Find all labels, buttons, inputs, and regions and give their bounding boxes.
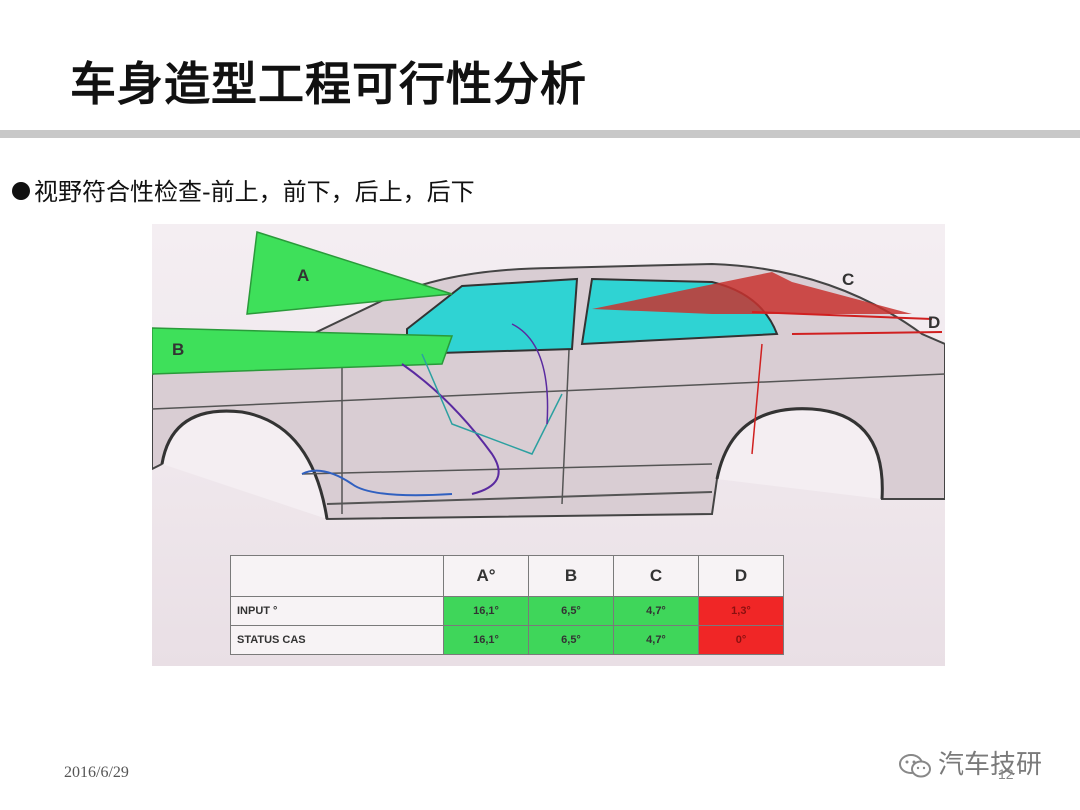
bullet-text: 视野符合性检查-前上，前下，后上，后下 — [34, 178, 475, 206]
zone-label-b: B — [172, 340, 184, 359]
table-cell: 4,7° — [613, 596, 699, 626]
zone-a-wedge — [246, 231, 453, 315]
zone-label-c: C — [842, 270, 854, 289]
watermark: 汽车技研 — [898, 744, 1042, 781]
column-header: C — [613, 555, 699, 597]
slide-title: 车身造型工程可行性分析 — [70, 57, 587, 111]
table-cell: 4,7° — [613, 625, 699, 655]
zone-label-d: D — [928, 313, 940, 332]
table-header-row: A° B C D — [230, 555, 784, 597]
vision-check-table: A° B C D INPUT ° 16,1° 6,5° 4,7° 1,3° ST… — [230, 555, 784, 655]
table-cell: 0° — [698, 625, 784, 655]
page-number: 12 — [998, 766, 1014, 782]
table-cell: 16,1° — [443, 596, 529, 626]
vision-check-photo: A B C D A° B C D INPUT ° 16,1° 6,5° 4,7°… — [152, 224, 945, 666]
bullet-item: 视野符合性检查-前上，前下，后上，后下 — [12, 172, 475, 207]
column-header: A° — [443, 555, 529, 597]
bullet-dot-icon — [12, 182, 30, 200]
zone-d-line — [751, 311, 933, 320]
table-cell: 6,5° — [528, 625, 614, 655]
table-row: STATUS CAS 16,1° 6,5° 4,7° 0° — [230, 625, 784, 655]
row-label: INPUT ° — [230, 596, 444, 626]
row-label: STATUS CAS — [230, 625, 444, 655]
rear-wheel-arch — [715, 407, 884, 500]
table-cell: 1,3° — [698, 596, 784, 626]
table-cell: 16,1° — [443, 625, 529, 655]
column-header: B — [528, 555, 614, 597]
table-row: INPUT ° 16,1° 6,5° 4,7° 1,3° — [230, 596, 784, 626]
column-header: D — [698, 555, 784, 597]
car-side-view-drawing: A B C D — [152, 231, 945, 521]
table-corner-cell — [230, 555, 444, 597]
wechat-icon — [899, 753, 931, 777]
zone-c-wedge — [592, 272, 912, 314]
watermark-text: 汽车技研 — [938, 750, 1043, 780]
zone-b-band — [152, 327, 454, 375]
title-divider — [0, 130, 1080, 138]
zone-label-a: A — [297, 266, 309, 285]
front-wheel-arch — [160, 409, 329, 520]
table-cell: 6,5° — [528, 596, 614, 626]
footer-date: 2016/6/29 — [64, 764, 129, 781]
